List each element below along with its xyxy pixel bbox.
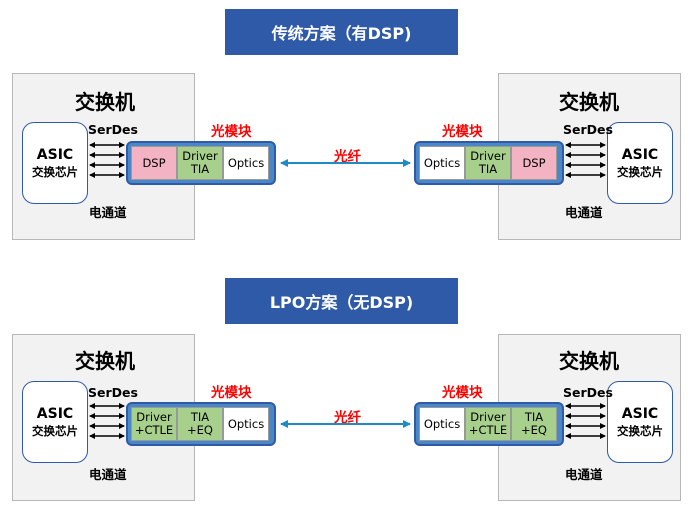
top-right-asic-chip: ASIC 交换芯片 [607,122,673,204]
dsp-cell: DSP [131,146,177,180]
top-right-channel-label: 电通道 [565,205,603,220]
switch-chip-label: 交换芯片 [617,424,663,438]
bottom-left-serdes-label: SerDes [88,385,138,400]
bottom-right-switch-title: 交换机 [559,349,619,373]
bottom-left-optical-module: Driver +CTLE TIA +EQ Optics [126,402,276,446]
asic-label: ASIC [621,147,659,163]
top-left-switch-title: 交换机 [75,90,135,114]
asic-label: ASIC [36,406,74,422]
switch-chip-label: 交换芯片 [32,424,78,438]
top-fiber-label: 光纤 [334,149,361,165]
tia-eq-cell: TIA +EQ [511,407,557,441]
driver-tia-cell: Driver TIA [177,146,223,180]
switch-chip-label: 交换芯片 [32,165,78,179]
switch-chip-label: 交换芯片 [617,165,663,179]
top-left-asic-chip: ASIC 交换芯片 [22,122,88,204]
asic-label: ASIC [36,147,74,163]
bottom-left-channel-label: 电通道 [89,467,127,482]
top-left-optical-module: DSP Driver TIA Optics [126,141,276,185]
bottom-right-asic-chip: ASIC 交换芯片 [607,381,673,463]
bottom-left-switch-title: 交换机 [75,349,135,373]
bottom-right-channel-label: 电通道 [565,467,603,482]
optics-cell: Optics [419,146,465,180]
top-left-module-label: 光模块 [211,124,252,140]
bottom-scheme-title: LPO方案（无DSP) [225,278,458,324]
bottom-left-asic-chip: ASIC 交换芯片 [22,381,88,463]
bottom-right-optical-module: Optics Driver +CTLE TIA +EQ [414,402,564,446]
top-right-optical-module: Optics Driver TIA DSP [414,141,564,185]
optics-cell: Optics [223,407,269,441]
top-left-channel-label: 电通道 [89,205,127,220]
bottom-right-serdes-label: SerDes [563,385,613,400]
optics-cell: Optics [419,407,465,441]
driver-ctle-cell: Driver +CTLE [131,407,177,441]
tia-eq-cell: TIA +EQ [177,407,223,441]
top-scheme-title: 传统方案（有DSP) [225,9,458,55]
bottom-left-module-label: 光模块 [211,385,252,401]
top-left-serdes-label: SerDes [88,122,138,137]
bottom-fiber-label: 光纤 [334,410,361,426]
top-right-switch-title: 交换机 [559,90,619,114]
asic-label: ASIC [621,406,659,422]
optics-cell: Optics [223,146,269,180]
top-right-serdes-label: SerDes [563,122,613,137]
dsp-cell: DSP [511,146,557,180]
driver-tia-cell: Driver TIA [465,146,511,180]
bottom-right-module-label: 光模块 [442,385,483,401]
driver-ctle-cell: Driver +CTLE [465,407,511,441]
top-right-module-label: 光模块 [442,124,483,140]
